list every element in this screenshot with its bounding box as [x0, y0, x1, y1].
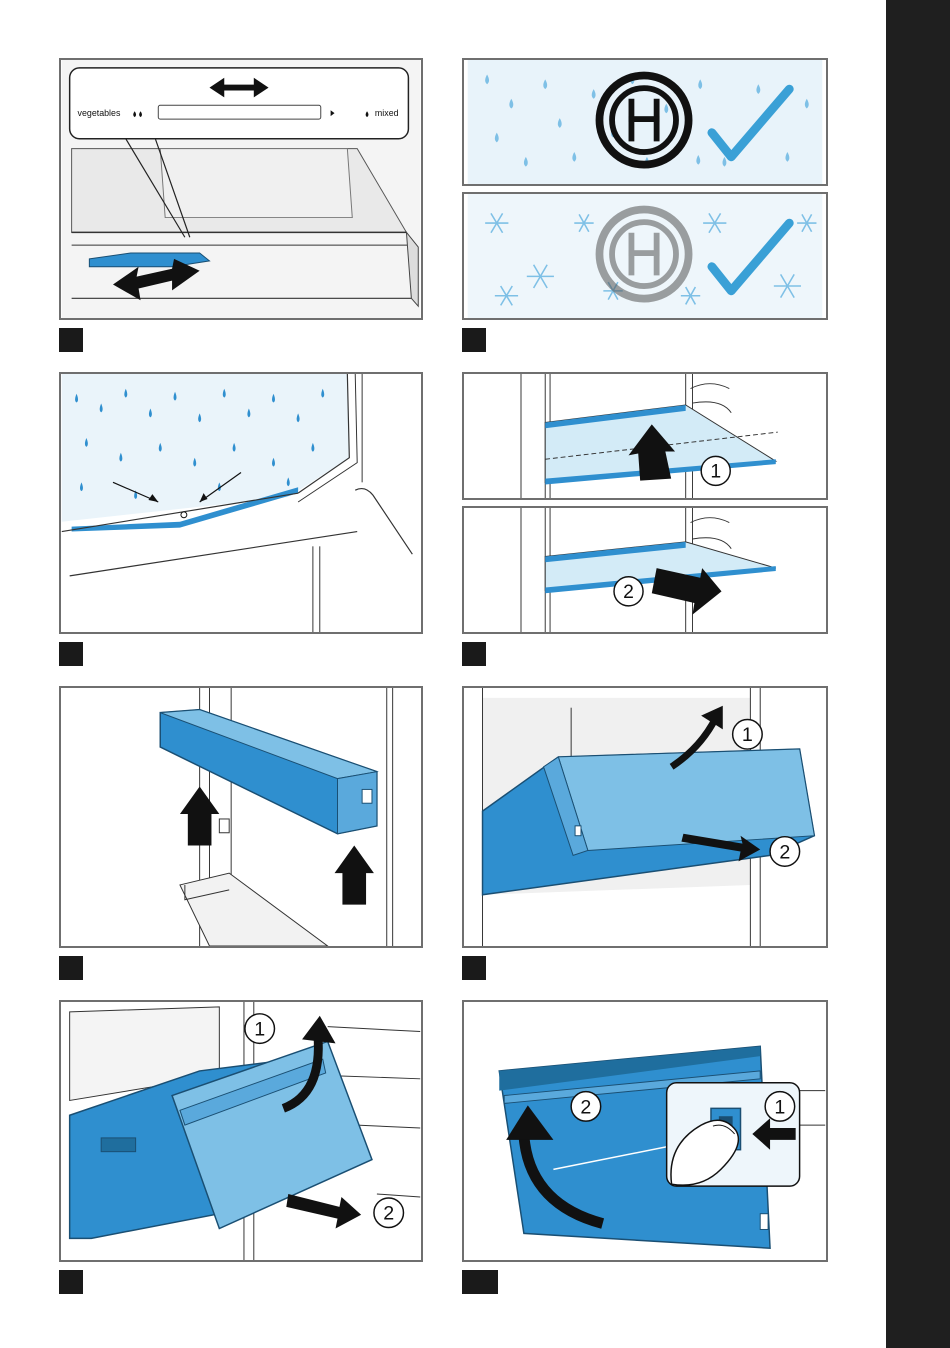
callout-number: 2 — [623, 581, 634, 603]
figure-door-rack — [59, 686, 423, 948]
figure-bosch-frost — [462, 192, 828, 320]
callout-number: 1 — [774, 1096, 785, 1118]
step-marker — [462, 328, 486, 352]
slider-label-mixed: mixed — [375, 108, 399, 118]
step-marker — [59, 956, 83, 980]
step-marker — [462, 1270, 498, 1294]
callout-number: 2 — [383, 1203, 394, 1225]
figure-drain-channel — [59, 372, 423, 634]
figure-drawer-tilt: 1 2 — [59, 1000, 423, 1262]
slider-label-vegetables: vegetables — [78, 108, 121, 118]
figure-bosch-moist — [462, 58, 828, 186]
step-marker — [59, 1270, 83, 1294]
figure-shelf-pull: 2 — [462, 506, 828, 634]
step-marker — [462, 956, 486, 980]
callout-number: 1 — [254, 1018, 265, 1040]
bosch-logo-icon — [599, 76, 688, 165]
callout-number: 1 — [742, 724, 753, 746]
step-marker — [462, 642, 486, 666]
bosch-logo-icon — [599, 210, 688, 299]
figure-humidity-slider: vegetables mixed — [59, 58, 423, 320]
figure-drawer-remove: 1 2 — [462, 686, 828, 948]
callout-number: 2 — [779, 841, 790, 863]
step-marker — [59, 642, 83, 666]
callout-number: 2 — [580, 1096, 591, 1118]
page-side-tab — [886, 0, 950, 1348]
step-marker — [59, 328, 83, 352]
figure-shelf-lift: 1 — [462, 372, 828, 500]
callout-number: 1 — [710, 461, 721, 483]
figure-drawer-latch: 2 1 — [462, 1000, 828, 1262]
